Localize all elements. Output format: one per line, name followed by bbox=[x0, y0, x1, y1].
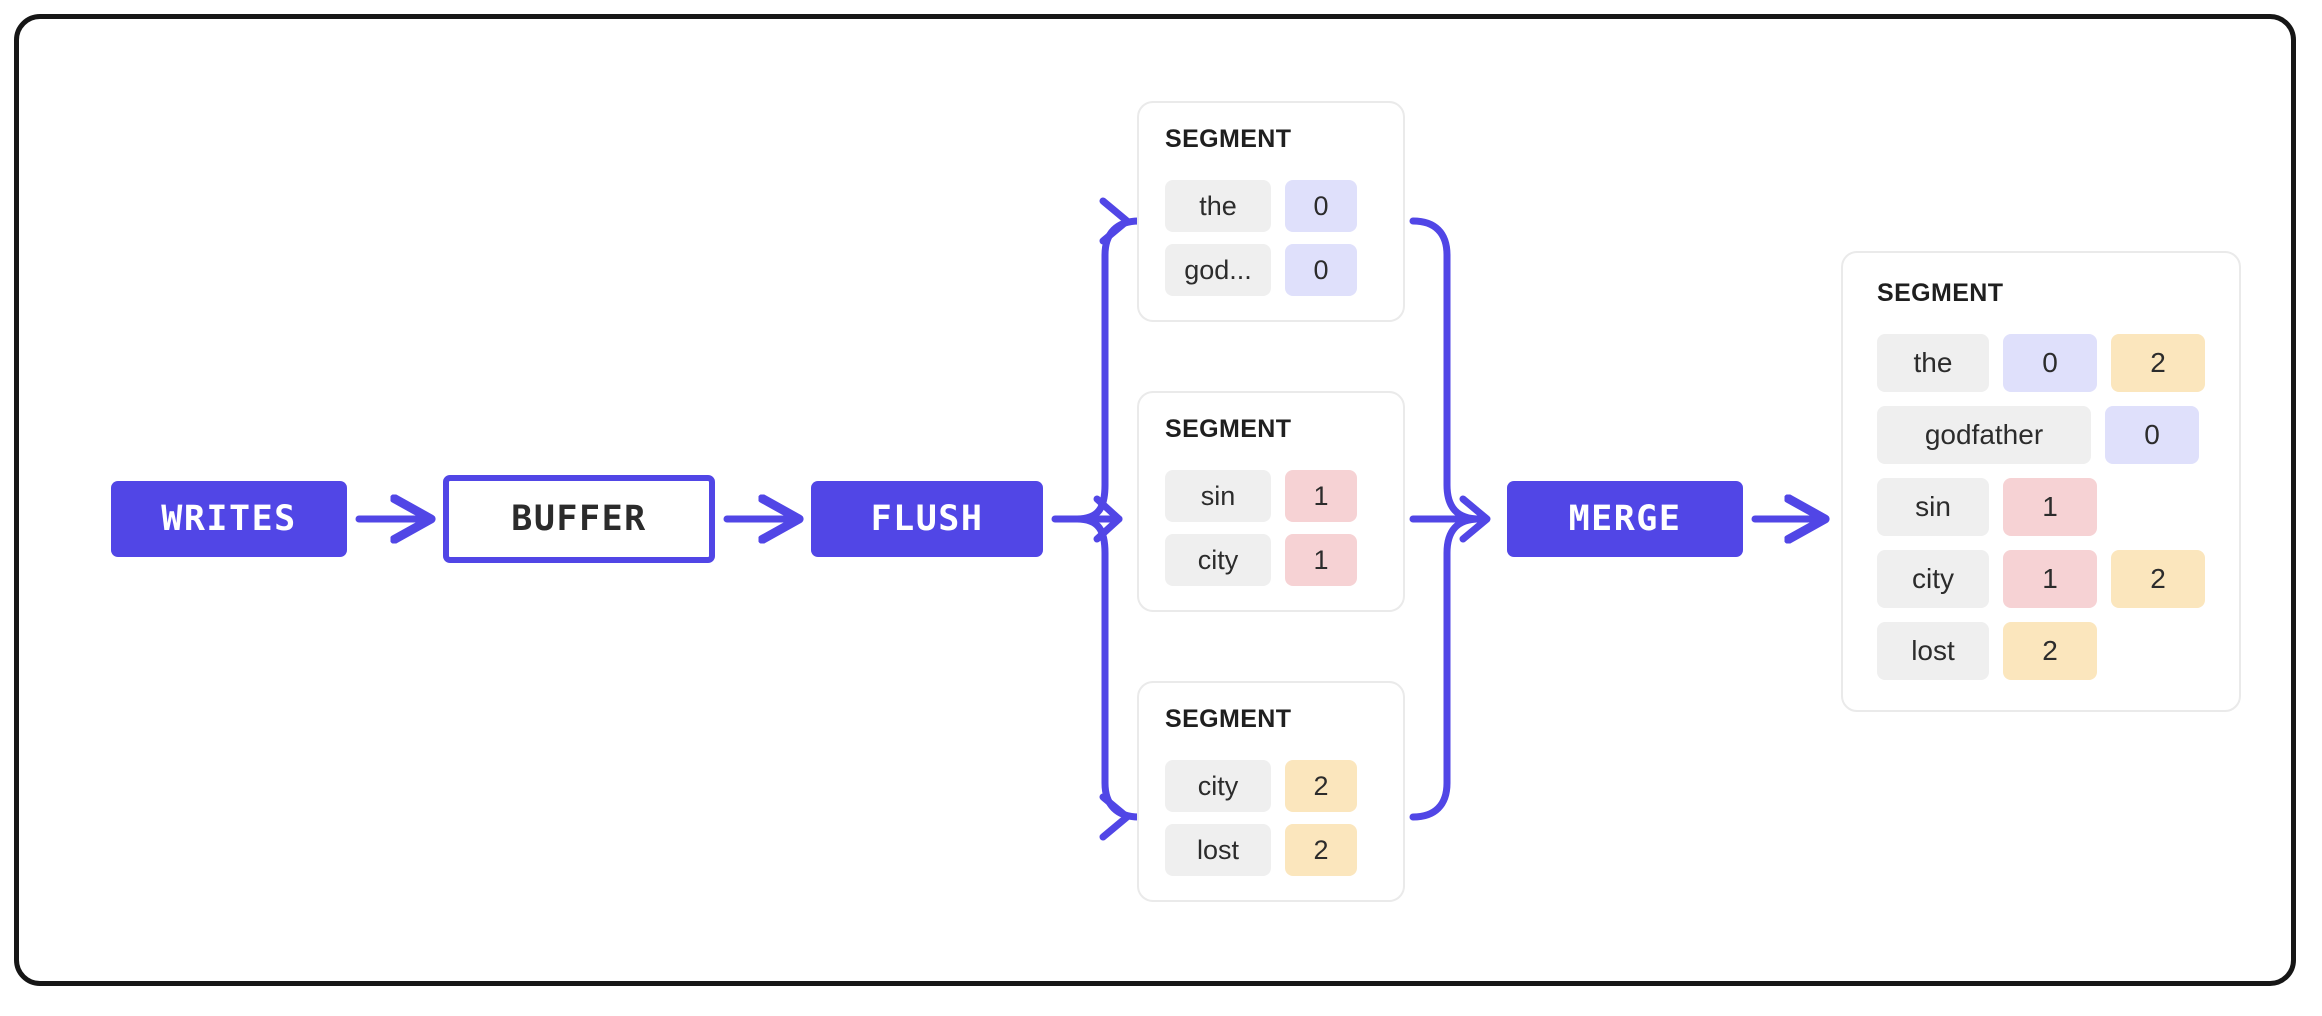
segment-rows: the 0 god... 0 bbox=[1165, 180, 1377, 296]
arrowhead-into-merge bbox=[1459, 495, 1491, 543]
segment-row: city 1 bbox=[1165, 534, 1377, 586]
merge-branch-top bbox=[1409, 217, 1483, 523]
arrowhead-to-segment-1 bbox=[1099, 197, 1131, 245]
flush-branch-top bbox=[1073, 217, 1143, 523]
value-chip: 0 bbox=[1285, 244, 1357, 296]
segment-rows: sin 1 city 1 bbox=[1165, 470, 1377, 586]
flush-branch-bottom bbox=[1073, 515, 1143, 821]
term-chip: lost bbox=[1877, 622, 1989, 680]
segment-title: SEGMENT bbox=[1165, 705, 1292, 733]
value-chip: 1 bbox=[2003, 550, 2097, 608]
segment-row: godfather 0 bbox=[1877, 406, 2205, 464]
segment-row: city 1 2 bbox=[1877, 550, 2205, 608]
node-flush[interactable]: FLUSH bbox=[811, 481, 1043, 557]
term-chip: city bbox=[1165, 534, 1271, 586]
value-chip: 2 bbox=[2111, 334, 2205, 392]
diagram-frame: WRITES BUFFER FLUSH MERGE SEGMENT the 0 … bbox=[14, 14, 2296, 986]
term-chip: sin bbox=[1165, 470, 1271, 522]
node-merge[interactable]: MERGE bbox=[1507, 481, 1743, 557]
term-chip: godfather bbox=[1877, 406, 2091, 464]
segment-card-3[interactable]: SEGMENT city 2 lost 2 bbox=[1137, 681, 1405, 902]
term-chip: sin bbox=[1877, 478, 1989, 536]
segment-card-merged[interactable]: SEGMENT the 0 2 godfather 0 sin 1 city bbox=[1841, 251, 2241, 712]
segment-rows: city 2 lost 2 bbox=[1165, 760, 1377, 876]
segment-card-1[interactable]: SEGMENT the 0 god... 0 bbox=[1137, 101, 1405, 322]
segment-row: lost 2 bbox=[1165, 824, 1377, 876]
segment-title: SEGMENT bbox=[1165, 415, 1292, 443]
term-chip: the bbox=[1877, 334, 1989, 392]
value-chip: 0 bbox=[1285, 180, 1357, 232]
value-chip: 1 bbox=[1285, 534, 1357, 586]
node-writes[interactable]: WRITES bbox=[111, 481, 347, 557]
term-chip: the bbox=[1165, 180, 1271, 232]
value-chip: 1 bbox=[1285, 470, 1357, 522]
segment-row: the 0 bbox=[1165, 180, 1377, 232]
segment-row: the 0 2 bbox=[1877, 334, 2205, 392]
value-chip: 0 bbox=[2105, 406, 2199, 464]
merge-branch-bottom bbox=[1409, 515, 1483, 821]
value-chip: 2 bbox=[1285, 824, 1357, 876]
segment-row: god... 0 bbox=[1165, 244, 1377, 296]
segment-row: city 2 bbox=[1165, 760, 1377, 812]
segment-title: SEGMENT bbox=[1165, 125, 1292, 153]
value-chip: 2 bbox=[1285, 760, 1357, 812]
segment-title: SEGMENT bbox=[1877, 279, 2004, 307]
term-chip: city bbox=[1165, 760, 1271, 812]
arrowhead-to-segment-2 bbox=[1093, 495, 1123, 543]
arrowhead-to-segment-3 bbox=[1099, 793, 1131, 841]
value-chip: 1 bbox=[2003, 478, 2097, 536]
segment-card-2[interactable]: SEGMENT sin 1 city 1 bbox=[1137, 391, 1405, 612]
value-chip: 2 bbox=[2003, 622, 2097, 680]
diagram-canvas: WRITES BUFFER FLUSH MERGE SEGMENT the 0 … bbox=[19, 19, 2291, 981]
segment-rows: the 0 2 godfather 0 sin 1 city 1 2 bbox=[1877, 334, 2205, 680]
segment-row: sin 1 bbox=[1165, 470, 1377, 522]
segment-row: sin 1 bbox=[1877, 478, 2205, 536]
node-buffer[interactable]: BUFFER bbox=[443, 475, 715, 563]
value-chip: 2 bbox=[2111, 550, 2205, 608]
term-chip: god... bbox=[1165, 244, 1271, 296]
term-chip: city bbox=[1877, 550, 1989, 608]
value-chip: 0 bbox=[2003, 334, 2097, 392]
segment-row: lost 2 bbox=[1877, 622, 2205, 680]
term-chip: lost bbox=[1165, 824, 1271, 876]
